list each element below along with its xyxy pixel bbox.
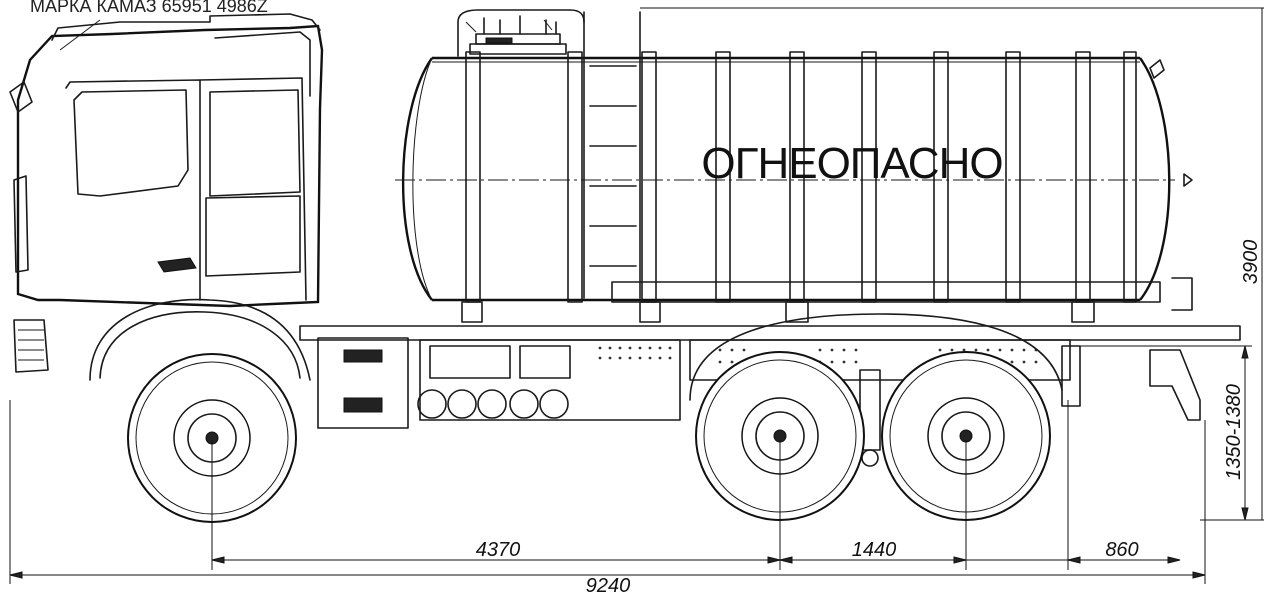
air-tanks bbox=[417, 345, 571, 419]
tank-label: ОГНЕОПАСНО bbox=[701, 139, 1002, 188]
dim-3900: 3900 bbox=[1240, 240, 1262, 285]
dim-4370: 4370 bbox=[476, 539, 521, 561]
header-caption: МАРКА КАМАЗ 65951 4986Z bbox=[30, 0, 268, 16]
front-wheel bbox=[127, 353, 297, 523]
frame-holes bbox=[598, 346, 1038, 364]
dim-1350-1380: 1350-1380 bbox=[1223, 384, 1245, 480]
dim-1440: 1440 bbox=[852, 539, 897, 561]
tank: ОГНЕОПАСНО bbox=[395, 9, 1193, 323]
dim-9240: 9240 bbox=[586, 575, 631, 596]
chassis bbox=[299, 313, 1241, 467]
rear-wheel-1 bbox=[695, 351, 865, 521]
manhole bbox=[465, 15, 567, 55]
rear-wheel-2 bbox=[881, 351, 1051, 521]
dimension-lines bbox=[9, 7, 1264, 584]
dim-860: 860 bbox=[1105, 539, 1138, 561]
tank-ladder bbox=[583, 11, 641, 299]
cab bbox=[9, 13, 409, 429]
